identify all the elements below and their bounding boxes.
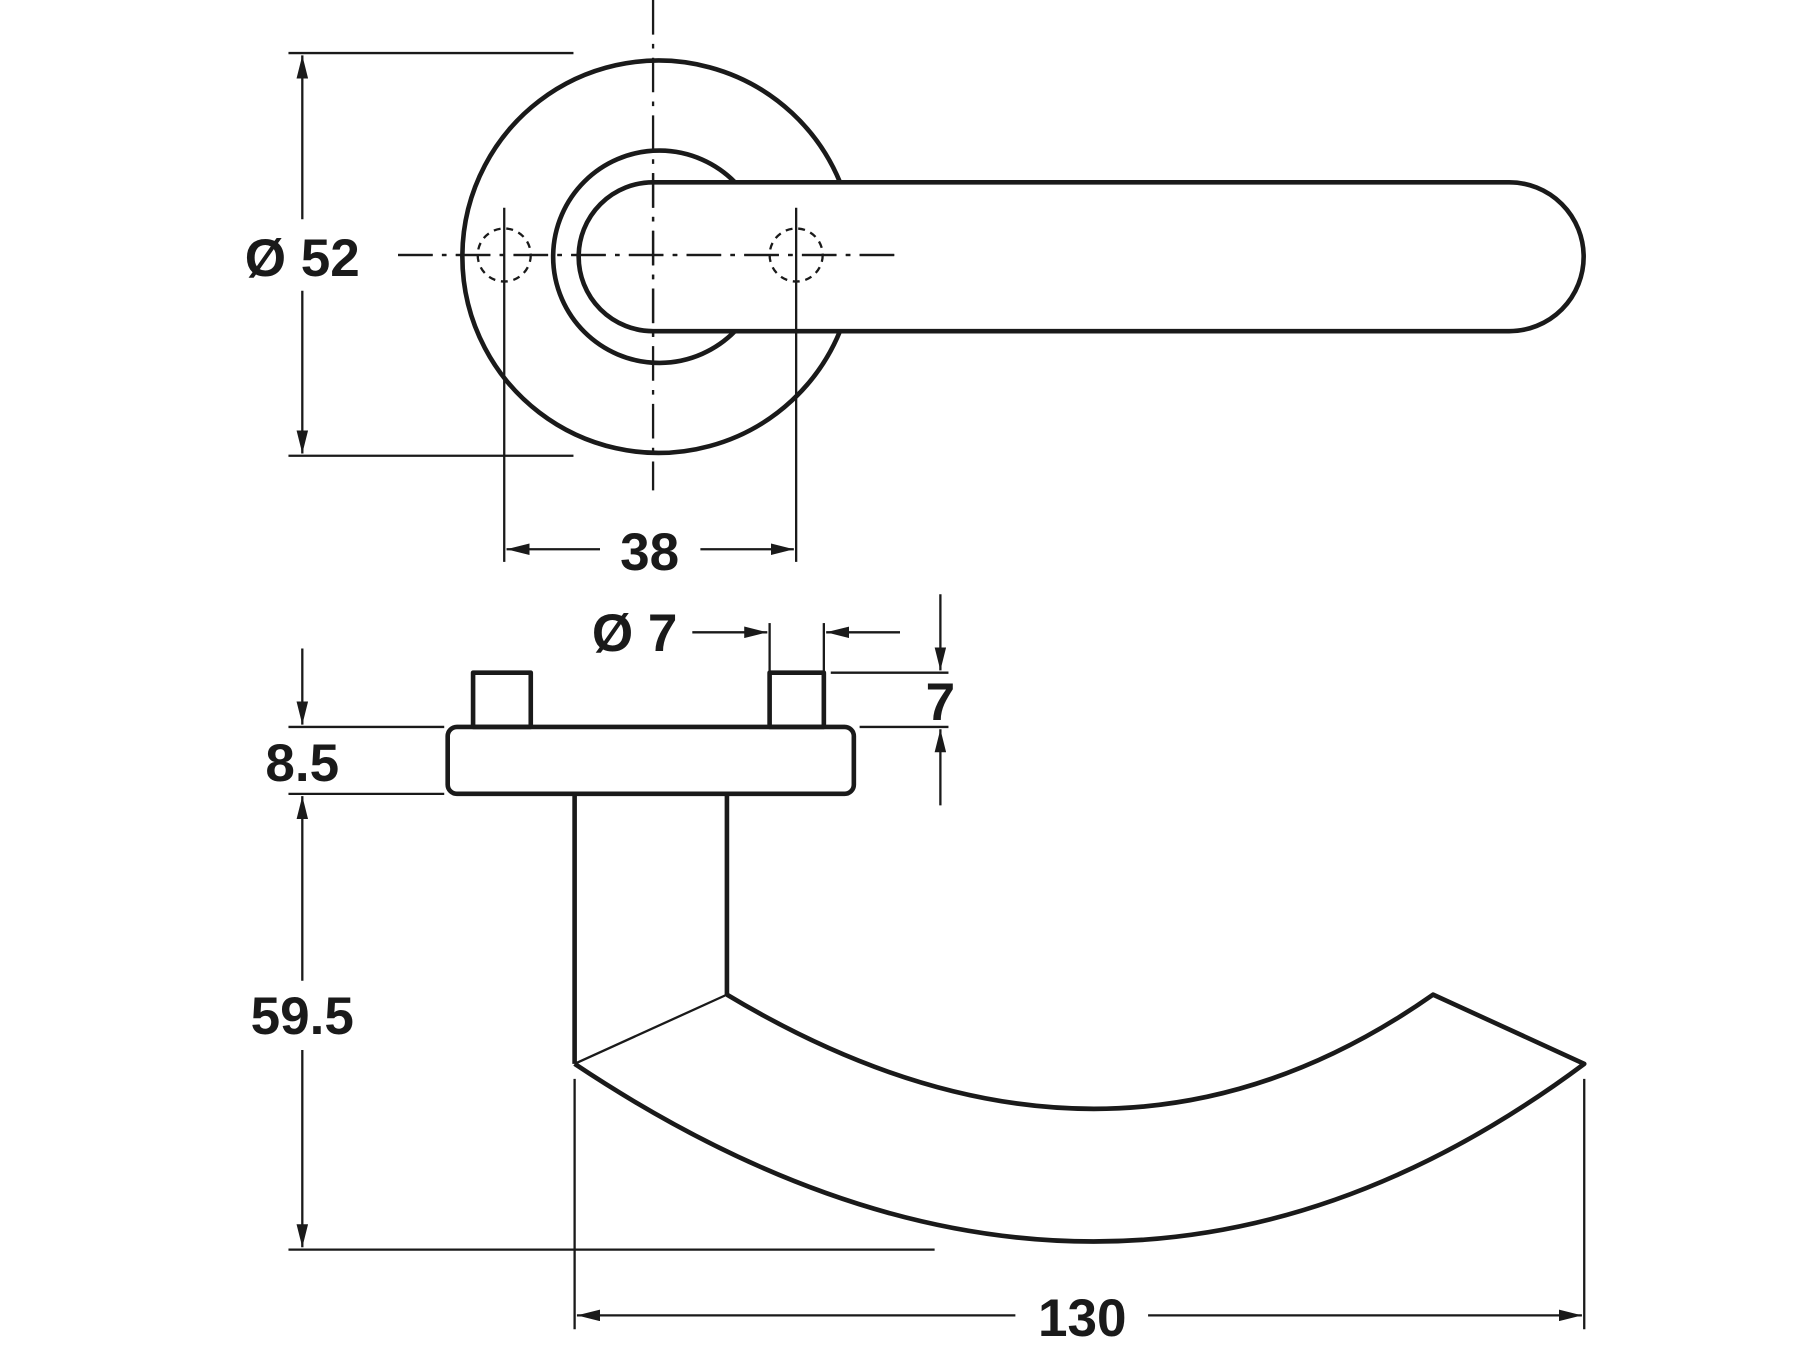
- top-view: Ø 52 38: [225, 0, 1586, 582]
- rose-thickness-label: 8.5: [265, 734, 339, 793]
- rose-outline: [460, 58, 843, 456]
- pin-left: [470, 670, 534, 730]
- lever-height-label: 59.5: [251, 987, 354, 1046]
- pin-right: [767, 670, 827, 730]
- side-view: 8.5 59.5 Ø 7 7 130: [251, 594, 1587, 1348]
- pin-height-label: 7: [926, 673, 956, 732]
- lever-top-view: [576, 179, 1586, 334]
- rose-inner-ring: [550, 148, 737, 366]
- rose-diameter-label: Ø 52: [245, 229, 360, 288]
- hole-spacing-label: 38: [620, 523, 679, 582]
- rose-plate: [445, 724, 857, 797]
- lever-side-view: [573, 992, 1587, 1244]
- lever-length-label: 130: [1038, 1289, 1127, 1348]
- pin-diameter-label: Ø 7: [592, 604, 678, 663]
